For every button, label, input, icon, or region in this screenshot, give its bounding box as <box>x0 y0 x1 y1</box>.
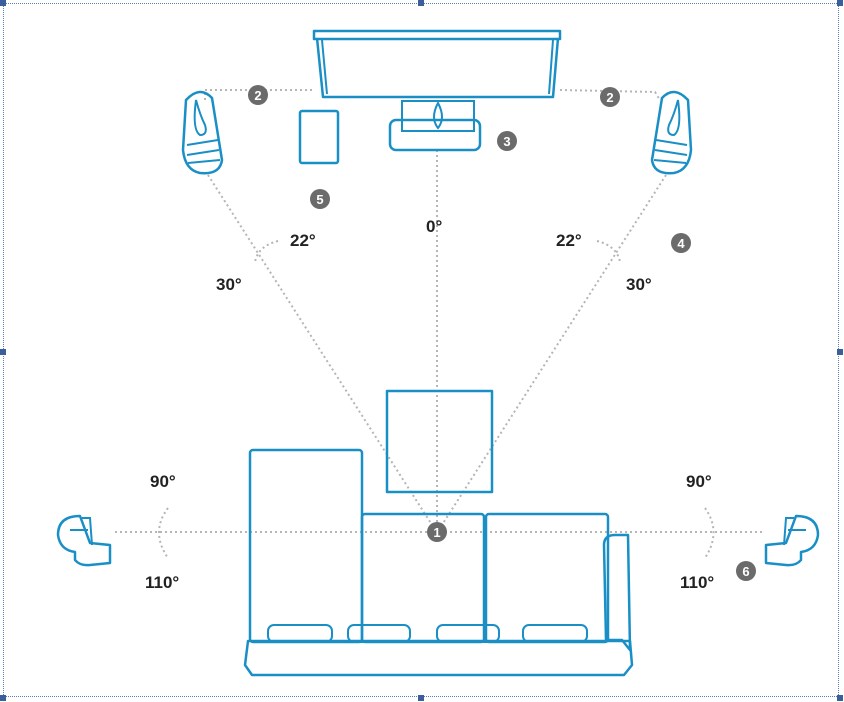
badge-front-left: 2 <box>248 85 268 105</box>
badge-subwoofer: 5 <box>310 189 330 209</box>
front-left-speaker <box>181 90 224 175</box>
angle-label-surround-right-outer: 110° <box>680 573 714 592</box>
subwoofer <box>298 109 340 165</box>
angle-label-front-left-inner: 22° <box>290 231 316 250</box>
badge-surround: 6 <box>736 561 756 581</box>
resize-handle-bottom-right[interactable] <box>837 695 843 701</box>
resize-handle-top-left[interactable] <box>0 0 6 6</box>
badge-center: 3 <box>497 131 517 151</box>
surround-left-speaker <box>56 514 112 567</box>
badge-listening-position: 1 <box>427 522 447 542</box>
front-right-speaker <box>650 90 693 175</box>
resize-handle-bottom[interactable] <box>418 695 424 701</box>
angle-label-surround-right-inner: 90° <box>686 472 712 491</box>
resize-handle-right[interactable] <box>837 349 843 355</box>
svg-text:2: 2 <box>606 90 613 105</box>
sofa <box>243 448 634 677</box>
angle-label-front-right-inner: 22° <box>556 231 582 250</box>
angle-label-surround-left-inner: 90° <box>150 472 176 491</box>
resize-handle-top[interactable] <box>418 0 424 6</box>
angle-label-center: 0° <box>426 217 442 236</box>
svg-text:5: 5 <box>316 192 323 207</box>
center-speaker <box>388 100 482 152</box>
angle-label-front-left-outer: 30° <box>216 275 242 294</box>
surround-right-speaker <box>764 514 820 567</box>
angle-label-front-right-outer: 30° <box>626 275 652 294</box>
svg-text:6: 6 <box>742 564 749 579</box>
badge-front-right: 2 <box>600 87 620 107</box>
svg-text:1: 1 <box>433 525 440 540</box>
resize-handle-top-right[interactable] <box>837 0 843 6</box>
svg-text:3: 3 <box>503 134 510 149</box>
tv <box>312 29 562 99</box>
badge-front-angle: 4 <box>671 233 691 253</box>
resize-handle-bottom-left[interactable] <box>0 695 6 701</box>
angle-label-surround-left-outer: 110° <box>145 573 179 592</box>
ottoman <box>385 389 494 494</box>
svg-text:2: 2 <box>254 88 261 103</box>
svg-text:4: 4 <box>677 236 685 251</box>
resize-handle-left[interactable] <box>0 349 6 355</box>
